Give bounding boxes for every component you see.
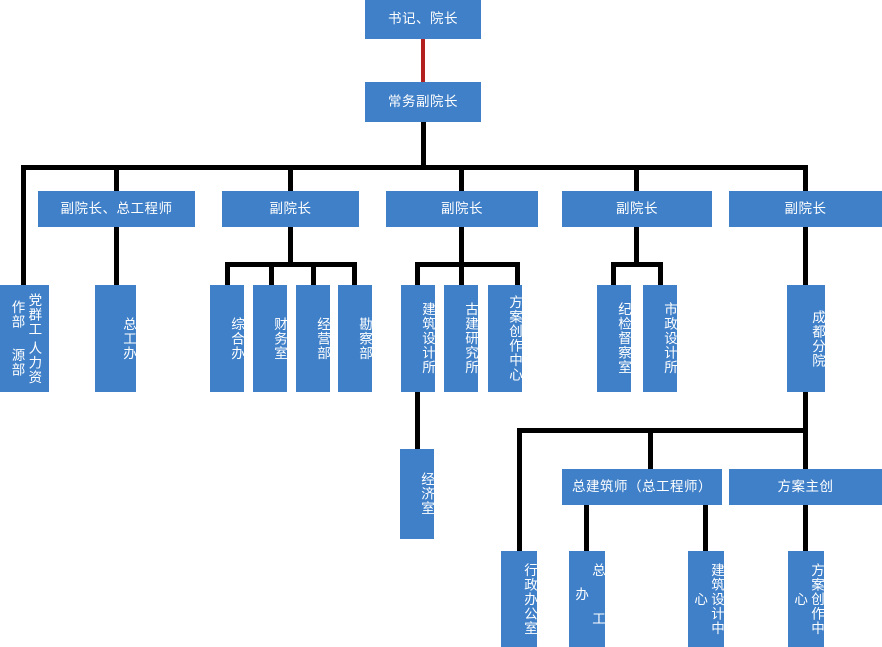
node-architecture-design-institute[interactable]: 建筑设计所 (401, 285, 435, 392)
connector-to-general-office (225, 262, 230, 285)
node-label: 方案创作中心 (792, 562, 824, 636)
connector-vice-dean-5-to-chengdu-branch (803, 226, 808, 285)
node-vice-dean-4[interactable]: 副院长 (562, 191, 712, 227)
node-municipal-design-institute[interactable]: 市政设计所 (643, 285, 677, 392)
node-label: 经营部 (315, 316, 330, 361)
node-label: 常务副院长 (388, 93, 458, 109)
connector-vice-dean-4-bus (611, 262, 663, 267)
connector-chief-architect-to-chief-eng-office-2 (584, 505, 589, 551)
connector-arch-design-to-economics-office (415, 392, 420, 449)
connector-dean-to-exec-vice-dean (421, 38, 425, 85)
node-survey-dept[interactable]: 勘察部 (338, 285, 372, 392)
node-label: 市政设计所 (662, 302, 677, 375)
node-label: 勘察部 (357, 316, 372, 361)
connector-bus-to-vice-dean-1 (114, 165, 119, 191)
node-label: 方案主创 (777, 478, 834, 494)
connector-vice-dean-1-to-chief-eng-office (114, 226, 119, 285)
connector-vice-dean-2-bus (225, 262, 357, 267)
node-chief-engineer-office[interactable]: 总工办 (95, 285, 136, 392)
node-vice-dean-2[interactable]: 副院长 (222, 191, 359, 227)
node-finance-office[interactable]: 财务室 (253, 285, 287, 392)
node-vice-dean-5[interactable]: 副院长 (729, 191, 882, 227)
node-label: 书记、院长 (388, 11, 458, 27)
connector-chengdu-branch-stem (803, 392, 808, 430)
connector-vice-dean-4-stem (634, 226, 639, 264)
connector-to-operations-dept (311, 262, 316, 285)
node-label: 总 工 办 (573, 563, 605, 635)
connector-bus-to-vice-dean-4 (634, 165, 639, 191)
node-general-office[interactable]: 综合办 (210, 285, 244, 392)
connector-vice-dean-3-bus (415, 262, 520, 267)
node-label: 财务室 (272, 316, 287, 361)
connector-chief-architect-to-arch-design-center (703, 505, 708, 551)
node-label: 行政办公室 (522, 562, 537, 636)
connector-level3-bus (21, 165, 808, 170)
node-label: 副院长 (616, 200, 658, 216)
node-architecture-design-center[interactable]: 建筑设计中心 (688, 551, 724, 647)
connector-bus-to-vice-dean-3 (459, 165, 464, 191)
connector-bus-to-vice-dean-2 (288, 165, 293, 191)
node-label: 综合办 (229, 316, 244, 361)
node-economics-office[interactable]: 经济室 (400, 449, 434, 539)
connector-chengdu-branch-bus (517, 428, 808, 433)
connector-bus-to-vice-dean-5 (803, 165, 808, 191)
node-label: 副院长、总工程师 (60, 200, 173, 216)
node-hr-and-party-work-dept[interactable]: 党群工作部 人力资源部 (0, 285, 49, 392)
node-scheme-creation-center[interactable]: 方案创作中心 (488, 285, 522, 392)
node-label: 建筑设计所 (420, 302, 435, 375)
connector-to-discipline-inspection (611, 262, 616, 285)
node-administrative-office[interactable]: 行政办公室 (501, 551, 537, 647)
node-label: 古建研究所 (463, 302, 478, 375)
connector-scheme-lead-to-scheme-creation-center (803, 505, 808, 551)
node-label-hr-dept: 人力资源部 (9, 340, 42, 385)
node-label: 经济室 (419, 472, 434, 516)
node-chengdu-branch[interactable]: 成都分院 (787, 285, 825, 392)
node-label-party-work-dept: 党群工作部 (9, 293, 42, 337)
node-label: 副院长 (441, 200, 483, 216)
connector-to-administrative-office (517, 428, 522, 551)
connector-exec-vice-dean-stem (421, 121, 426, 168)
node-secretary-dean[interactable]: 书记、院长 (365, 0, 481, 39)
connector-to-scheme-lead (803, 428, 808, 469)
connector-to-finance-office (269, 262, 274, 285)
node-operations-dept[interactable]: 经营部 (296, 285, 330, 392)
node-label: 成都分院 (810, 309, 825, 368)
node-scheme-lead[interactable]: 方案主创 (729, 469, 882, 505)
node-label: 方案创作中心 (507, 295, 522, 382)
node-scheme-creation-center-2[interactable]: 方案创作中心 (788, 551, 824, 647)
connector-to-survey-dept (352, 262, 357, 285)
connector-to-municipal-design (658, 262, 663, 285)
node-label: 纪检督察室 (616, 302, 631, 375)
node-vice-dean-chief-engineer[interactable]: 副院长、总工程师 (38, 191, 195, 227)
node-label: 副院长 (269, 200, 312, 216)
node-label: 总工办 (121, 316, 136, 361)
node-chief-architect[interactable]: 总建筑师（总工程师） (562, 469, 722, 505)
node-ancient-architecture-research[interactable]: 古建研究所 (444, 285, 478, 392)
node-label: 副院长 (784, 200, 827, 216)
connector-to-chief-architect (648, 428, 653, 469)
node-vice-dean-3[interactable]: 副院长 (386, 191, 538, 227)
node-label: 建筑设计中心 (692, 562, 724, 636)
connector-to-ancient-arch-research (459, 262, 464, 285)
node-executive-vice-dean[interactable]: 常务副院长 (365, 82, 481, 122)
connector-to-architecture-design-institute (415, 262, 420, 285)
connector-bus-to-hr-dept (21, 165, 26, 285)
connector-vice-dean-2-stem (288, 226, 293, 264)
node-chief-engineer-office-2[interactable]: 总 工 办 (569, 551, 605, 647)
connector-vice-dean-3-stem (459, 226, 464, 264)
connector-to-scheme-creation-center (515, 262, 520, 285)
node-label: 总建筑师（总工程师） (572, 478, 712, 494)
node-discipline-inspection-office[interactable]: 纪检督察室 (597, 285, 631, 392)
